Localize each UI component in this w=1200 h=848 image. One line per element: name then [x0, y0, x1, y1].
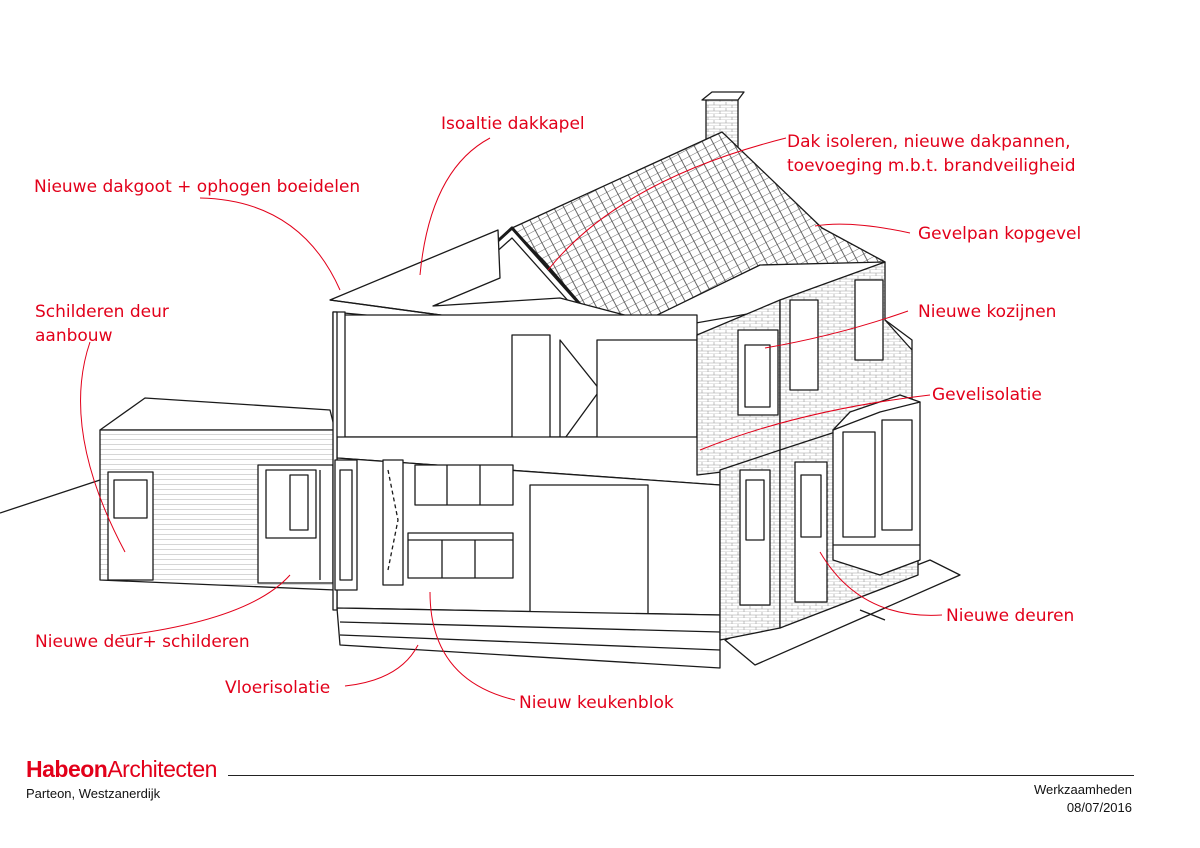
label-isolatie-dakkapel: Isoaltie dakkapel — [441, 114, 585, 134]
brand-regular: Architecten — [107, 756, 217, 782]
label-keukenblok: Nieuw keukenblok — [519, 693, 674, 713]
label-gevelisolatie: Gevelisolatie — [932, 385, 1042, 405]
label-schilderen-2: aanbouw — [35, 326, 113, 346]
annex — [99, 397, 336, 591]
floor-slab — [336, 607, 721, 669]
drawing-subject: Werkzaamheden — [1033, 782, 1132, 797]
label-dakgoot: Nieuwe dakgoot + ophogen boeidelen — [34, 177, 361, 197]
label-vloerisolatie: Vloerisolatie — [225, 678, 331, 698]
upper-storey — [332, 311, 698, 446]
drawing-date: 08/07/2016 — [1066, 800, 1132, 815]
roof-tiles — [511, 131, 886, 339]
brand-bold: Habeon — [26, 756, 108, 782]
label-kozijnen: Nieuwe kozijnen — [918, 302, 1057, 322]
brand-logo: HabeonArchitecten — [26, 756, 217, 783]
label-gevelpan: Gevelpan kopgevel — [918, 224, 1082, 244]
label-dak-isoleren-2: toevoeging m.b.t. brandveiligheid — [787, 156, 1076, 176]
label-schilderen-1: Schilderen deur — [35, 302, 169, 322]
ground-storey — [336, 457, 721, 616]
label-dak-isoleren-1: Dak isoleren, nieuwe dakpannen, — [787, 132, 1071, 152]
project-name: Parteon, Westzanerdijk — [26, 786, 161, 801]
titleblock-rule — [228, 775, 1134, 776]
leader-lines — [80, 137, 943, 701]
ground-line — [0, 479, 101, 514]
label-nieuwe-deur-schilderen: Nieuwe deur+ schilderen — [35, 632, 250, 652]
label-nieuwe-deuren: Nieuwe deuren — [946, 606, 1075, 626]
